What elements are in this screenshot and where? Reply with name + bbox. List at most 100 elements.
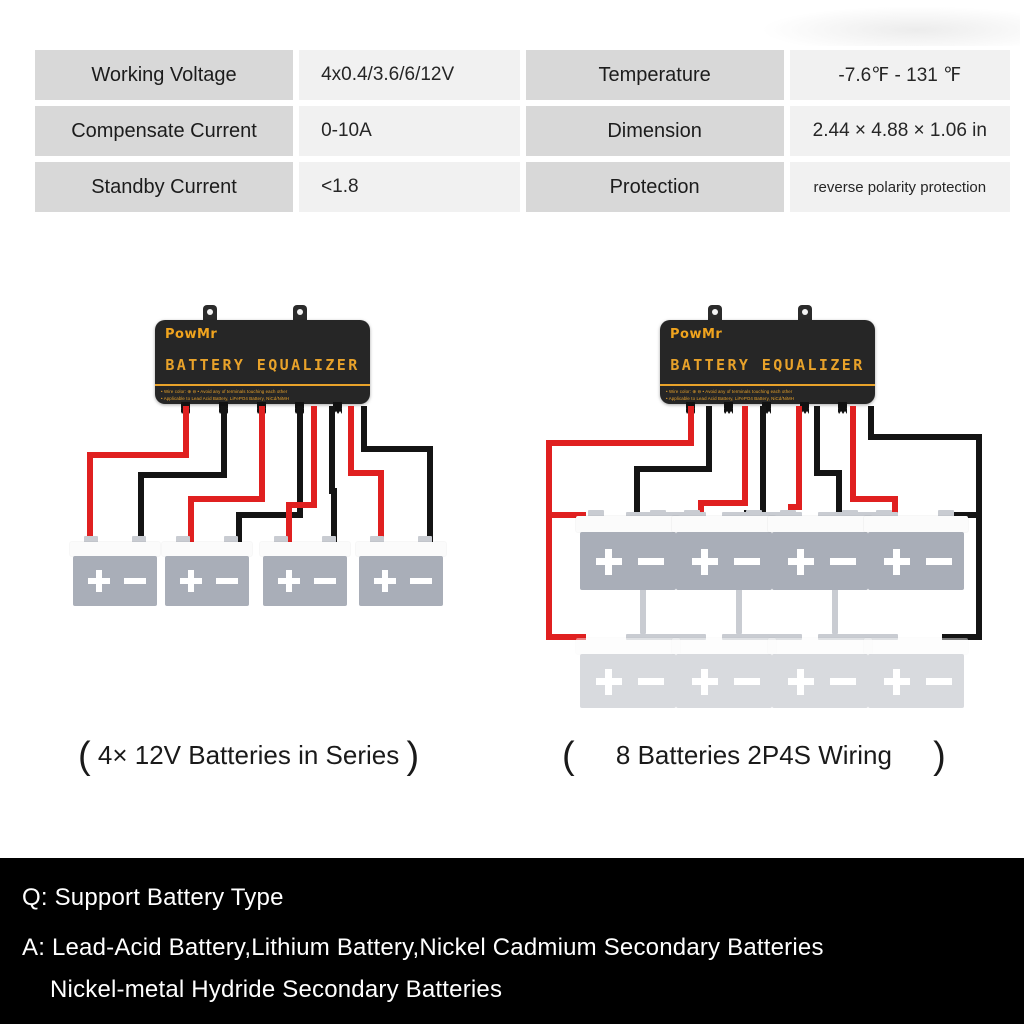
battery-plus-symbol [797, 549, 804, 575]
device-title: BATTERY EQUALIZER [165, 356, 360, 374]
terminal-negative [418, 536, 432, 544]
faq-footer: Q: Support Battery Type A: Lead-Acid Bat… [0, 858, 1024, 1024]
wire-positive [546, 634, 586, 640]
wire-negative [297, 406, 303, 518]
wire-positive [546, 440, 694, 446]
wire-positive [87, 452, 189, 458]
wire-negative [634, 466, 712, 472]
wire-negative [138, 472, 227, 478]
connector-plug [333, 402, 342, 414]
battery-plus-symbol [797, 669, 804, 695]
wire-positive [546, 512, 586, 518]
terminal-negative [132, 536, 146, 544]
wire-positive [850, 496, 898, 502]
caption-text: 4× 12V Batteries in Series [97, 740, 400, 770]
terminal-positive [876, 510, 892, 518]
device-fineprint-line2: • Applicable to Lead Acid Battery, LiFeP… [666, 396, 795, 401]
terminal-negative [650, 510, 666, 518]
wire-negative [329, 406, 335, 494]
table-row: Compensate Current 0-10A Dimension 2.44 … [35, 106, 1010, 156]
battery-cap [576, 638, 680, 654]
table-row: Standby Current <1.8 Protection reverse … [35, 162, 1010, 212]
battery-minus-symbol [830, 558, 856, 565]
spec-label-standby-current: Standby Current [35, 162, 294, 212]
wire-positive [286, 502, 317, 508]
device-title: BATTERY EQUALIZER [670, 356, 865, 374]
battery-plus-symbol [286, 570, 292, 592]
table-row: Working Voltage 4x0.4/3.6/6/12V Temperat… [35, 50, 1010, 100]
wire-negative [760, 406, 766, 516]
battery-minus-symbol [926, 558, 952, 565]
spec-label-protection: Protection [525, 162, 784, 212]
caption-text: 8 Batteries 2P4S Wiring [615, 740, 892, 770]
caption-paren-close: ) [933, 735, 946, 777]
caption-paren-open: ( [78, 735, 91, 777]
battery-body [676, 654, 772, 708]
device-fineprint-line2: • Applicable to Lead Acid Battery, LiFeP… [161, 396, 290, 401]
battery-minus-symbol [410, 578, 432, 584]
faq-answer-line2: Nickel-metal Hydride Secondary Batteries [50, 976, 503, 1003]
device-fineprint-line1: • Wire color: ⊕ ⊖ • Avoid any of termina… [666, 389, 793, 394]
device-stripe [660, 384, 875, 386]
terminal-negative [842, 510, 858, 518]
wire-positive [188, 496, 194, 542]
wire-positive [87, 452, 93, 542]
wiring-diagrams: PowMr BATTERY EQUALIZER • Wire color: ⊕ … [0, 240, 1024, 840]
terminal-negative [746, 510, 762, 518]
wire-negative [942, 512, 982, 518]
spec-value-dimension: 2.44 × 4.88 × 1.06 in [789, 106, 1010, 156]
battery-plus-symbol [382, 570, 388, 592]
terminal-negative [322, 536, 336, 544]
battery-cap [70, 542, 160, 556]
bus-bar [722, 512, 802, 518]
terminal-positive [370, 536, 384, 544]
spec-value-protection: reverse polarity protection [789, 162, 1010, 212]
battery-plus-symbol [788, 678, 814, 685]
wire-positive [698, 500, 704, 516]
spec-value-compensate-current: 0-10A [299, 106, 520, 156]
bus-bar [626, 512, 706, 518]
battery-cap [768, 638, 872, 654]
battery-plus-symbol [605, 669, 612, 695]
wire-negative [427, 446, 433, 542]
battery-body [772, 654, 868, 708]
battery-minus-symbol [830, 678, 856, 685]
connector-plug [762, 402, 771, 414]
wire-negative [976, 434, 982, 640]
battery-cap [768, 516, 872, 532]
wire-positive [742, 406, 748, 506]
terminal-negative [224, 536, 238, 544]
battery-body [580, 654, 676, 708]
wire-positive [850, 406, 856, 502]
wire-negative [868, 406, 874, 440]
terminal-negative [938, 510, 954, 518]
diagram-caption-right: ( 8 Batteries 2P4S Wiring ) [562, 735, 946, 778]
terminal-positive [780, 510, 796, 518]
battery-cap [864, 638, 968, 654]
battery-plus-symbol [692, 678, 718, 685]
powmr-logo: PowMr [670, 327, 723, 342]
bus-bar [722, 634, 802, 640]
wire-positive [348, 406, 354, 476]
connector-plug [838, 402, 847, 414]
caption-paren-open: ( [562, 735, 575, 777]
wire-negative [236, 512, 303, 518]
battery-plus-symbol [893, 549, 900, 575]
wire-positive [311, 406, 317, 508]
battery-plus-symbol [701, 549, 708, 575]
spec-value-standby-current: <1.8 [299, 162, 520, 212]
spec-value-working-voltage: 4x0.4/3.6/6/12V [299, 50, 520, 100]
specification-table: Working Voltage 4x0.4/3.6/6/12V Temperat… [35, 50, 1010, 212]
terminal-positive [588, 510, 604, 518]
spec-label-working-voltage: Working Voltage [35, 50, 294, 100]
wire-positive [546, 440, 552, 640]
wire-positive [188, 496, 265, 502]
wire-negative [942, 634, 982, 640]
wire-negative [361, 446, 433, 452]
wire-positive [796, 406, 802, 510]
wire-positive [348, 470, 384, 476]
wire-positive [698, 500, 748, 506]
wire-negative [221, 406, 227, 478]
battery-minus-symbol [314, 578, 336, 584]
